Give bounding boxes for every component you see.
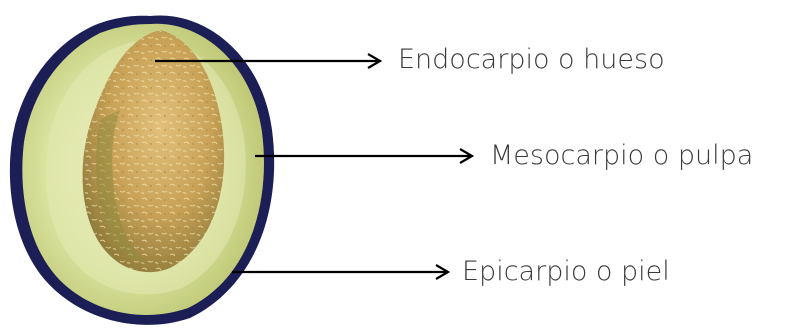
label-epicarp: Epicarpio o piel: [462, 258, 670, 285]
arrow-epicarp: [232, 265, 448, 279]
label-endocarp: Endocarpio o hueso: [398, 46, 665, 73]
label-mesocarp: Mesocarpio o pulpa: [490, 142, 753, 169]
arrow-mesocarp: [255, 149, 472, 163]
